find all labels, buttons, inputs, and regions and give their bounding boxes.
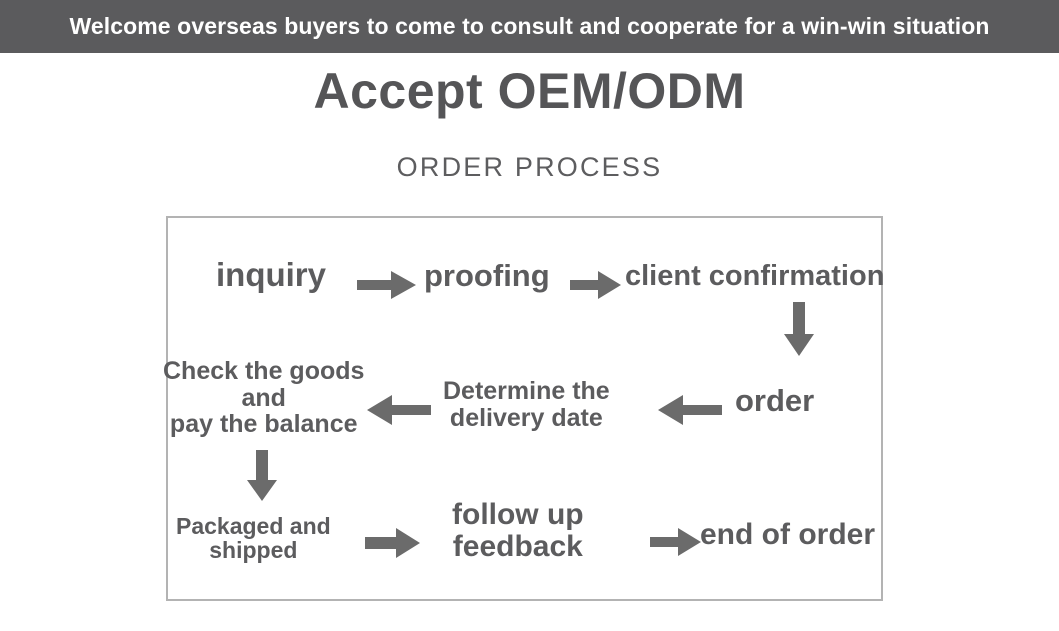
arrow-right-icon-proofing-to-client-confirmation: [570, 268, 622, 302]
arrow-right-icon-packaged-to-follow-up: [365, 526, 421, 560]
flow-node-order: order: [735, 383, 815, 418]
arrow-left-icon-determine-to-check-goods: [366, 392, 432, 428]
flow-node-determine-delivery-date: Determine the delivery date: [443, 377, 610, 432]
header-banner-text: Welcome overseas buyers to come to consu…: [69, 13, 990, 39]
flow-node-end-of-order: end of order: [700, 518, 876, 551]
flowchart-container: [166, 216, 883, 601]
flow-node-check-goods-pay-balance: Check the goods and pay the balance: [163, 357, 365, 438]
page-title: Accept OEM/ODM: [313, 63, 746, 119]
arrow-right-icon-inquiry-to-proofing: [357, 268, 417, 302]
flow-node-client-confirmation: client confirmation: [625, 260, 885, 292]
arrow-down-icon-client-confirmation-to-order: [782, 302, 816, 357]
arrow-right-icon-follow-up-to-end-of-order: [650, 526, 702, 558]
arrow-down-icon-check-goods-to-packaged: [245, 450, 279, 502]
page-subtitle: ORDER PROCESS: [396, 152, 663, 182]
flow-node-packaged-shipped: Packaged and shipped: [176, 513, 331, 564]
header-banner: Welcome overseas buyers to come to consu…: [0, 0, 1059, 53]
arrow-left-icon-order-to-determine: [657, 392, 723, 428]
flow-node-proofing: proofing: [424, 258, 550, 293]
flow-node-follow-up-feedback: follow up feedback: [452, 498, 584, 563]
flow-node-inquiry: inquiry: [216, 256, 327, 293]
